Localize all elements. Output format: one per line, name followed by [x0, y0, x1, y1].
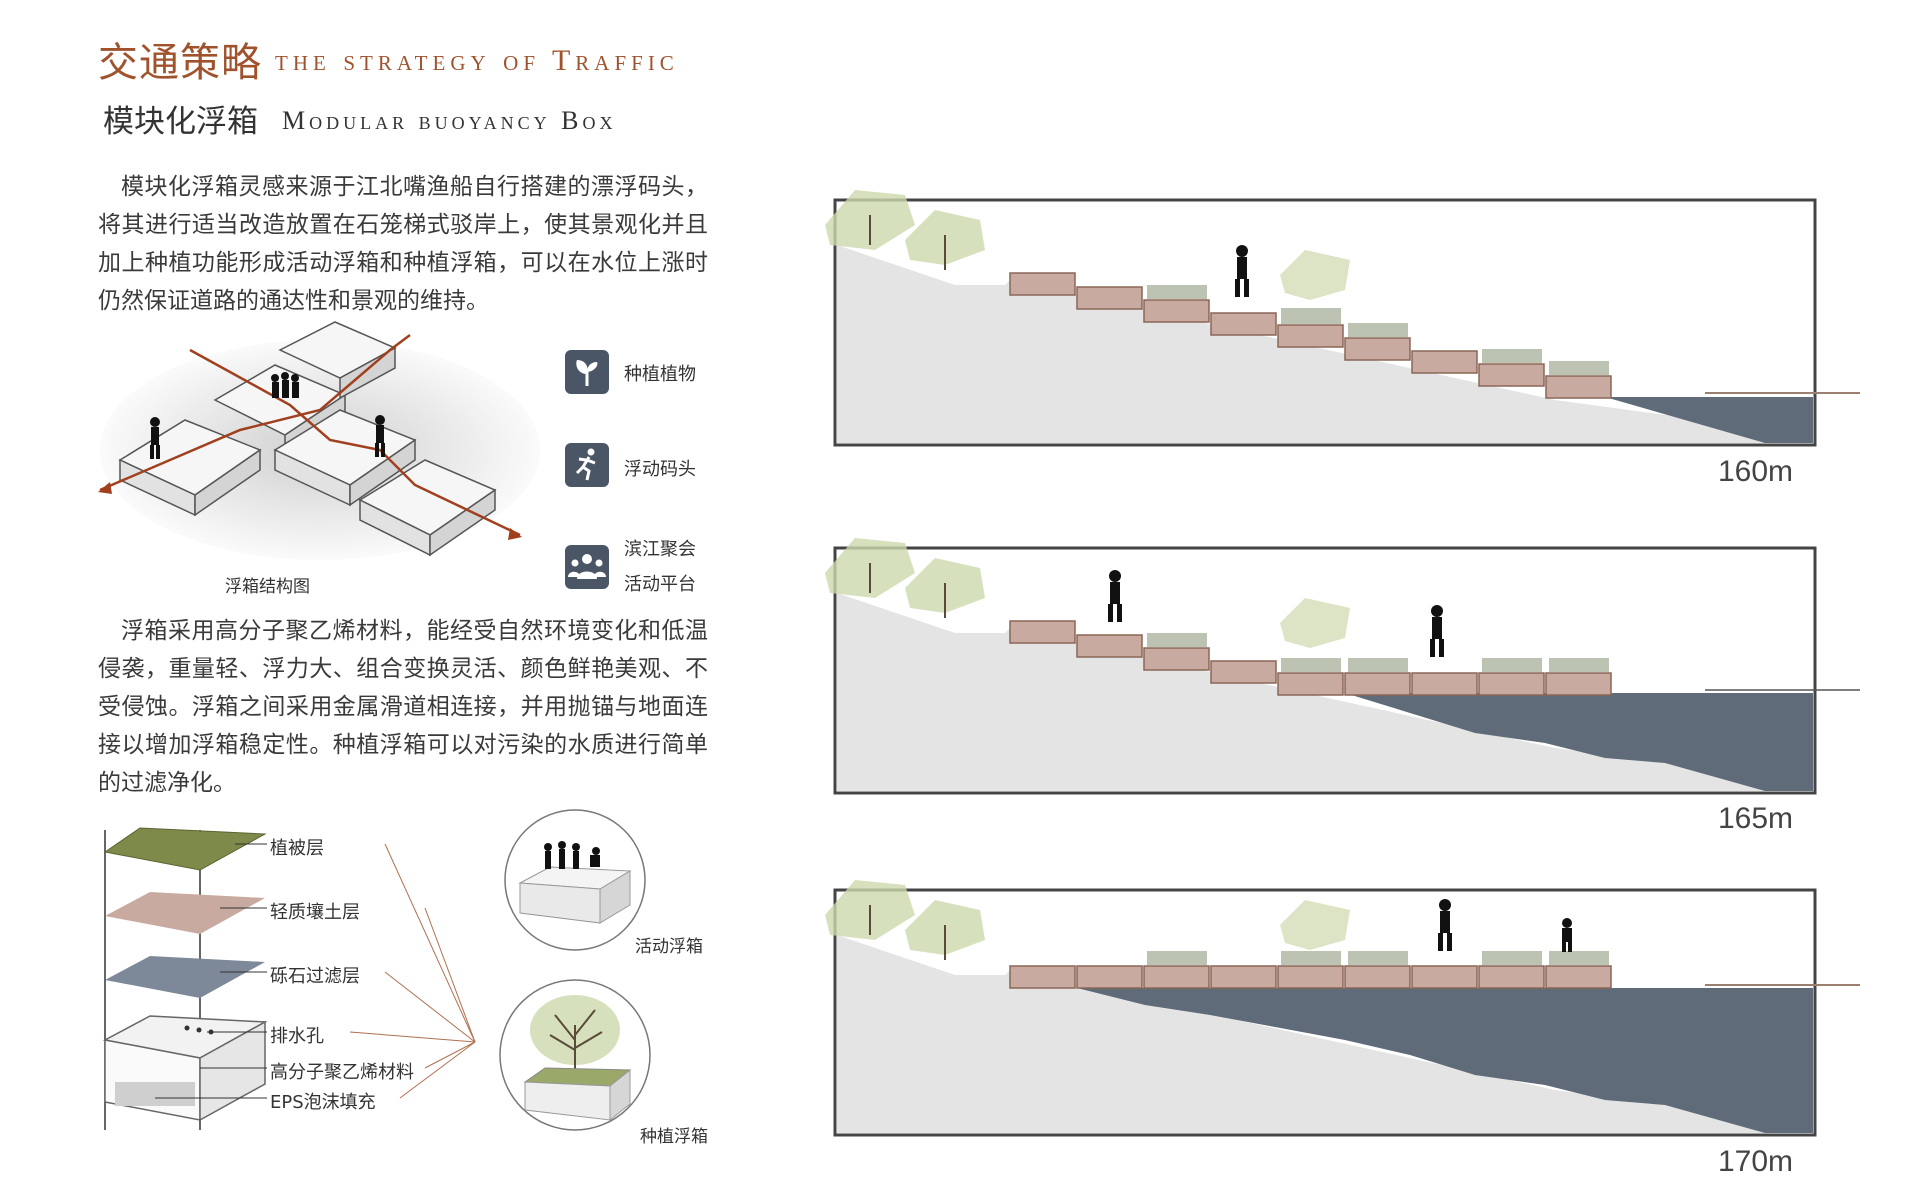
activity-box-label: 活动浮箱 — [635, 937, 703, 957]
ground-slope — [837, 935, 1813, 1133]
eps-foam-fill — [115, 1082, 195, 1106]
trees — [825, 538, 1350, 648]
legend-label-planting: 种植植物 — [624, 364, 696, 385]
trees — [825, 880, 1350, 960]
person-silhouette — [1438, 899, 1572, 952]
section-165m — [825, 538, 1860, 795]
float-boxes — [1009, 965, 1612, 989]
layer-label-gravel: 砾石过滤层 — [270, 966, 360, 987]
vegetation-layer-outline — [103, 827, 267, 871]
planting-box-vignette — [499, 979, 651, 1131]
arrow-head-icon — [98, 482, 112, 494]
water-body — [1077, 988, 1813, 1133]
ground-slope — [837, 245, 1813, 443]
layer-label-polyethylene: 高分子聚乙烯材料 — [270, 1062, 414, 1083]
people-silhouettes — [150, 372, 385, 459]
leader-lines — [155, 843, 267, 1099]
connector-lines — [349, 843, 476, 1099]
activity-box-vignette — [504, 809, 646, 951]
float-box-side — [349, 438, 416, 507]
legend-icon-box — [565, 545, 609, 589]
layer-label-drain-hole: 排水孔 — [270, 1026, 324, 1047]
legend-icon-box — [565, 443, 609, 487]
page-title: 交通策略 — [98, 40, 262, 86]
layer-label-soil: 轻质壤土层 — [270, 902, 360, 923]
water-level-label: 160m — [1718, 455, 1794, 488]
section-subtitle: 模块化浮箱 — [103, 104, 258, 140]
trees — [825, 190, 1350, 300]
section-160m — [825, 190, 1860, 447]
layer-label-eps-foam: EPS泡沫填充 — [270, 1092, 376, 1113]
planting-grass — [1147, 951, 1609, 965]
legend-icon-box — [565, 350, 609, 394]
sprout-icon — [576, 360, 598, 386]
legend-label-floating-dock: 浮动码头 — [624, 459, 696, 480]
drain-hole — [184, 1025, 190, 1031]
soil-layer — [105, 892, 265, 934]
water-body — [1345, 693, 1813, 791]
water-level-label: 165m — [1718, 802, 1794, 835]
ground-slope — [837, 593, 1813, 791]
material-paragraph: 浮箱采用高分子聚乙烯材料，能经受自然环境变化和低温侵袭，重量轻、浮力大、组合变换… — [98, 618, 708, 796]
intro-paragraph: 模块化浮箱灵感来源于江北嘴渔船自行搭建的漂浮码头，将其进行适当改造放置在石笼梯式… — [98, 174, 708, 314]
water-level-label: 170m — [1718, 1145, 1794, 1178]
structure-diagram-caption: 浮箱结构图 — [225, 577, 310, 597]
float-boxes — [1009, 620, 1612, 696]
running-person-icon — [575, 448, 596, 481]
float-box-structure-diagram — [98, 321, 540, 560]
float-box-side — [429, 488, 496, 557]
people-group-icon — [568, 554, 606, 579]
planting-box-label: 种植浮箱 — [640, 1127, 708, 1147]
float-boxes — [1009, 272, 1612, 399]
person-silhouette — [1108, 570, 1444, 657]
person-silhouette — [1235, 245, 1249, 297]
layer-label-vegetation: 植被层 — [270, 838, 324, 859]
legend-label-gathering-1: 滨江聚会 — [624, 539, 696, 560]
water-body — [1605, 397, 1813, 443]
route-line — [99, 334, 411, 492]
float-box-side — [194, 448, 261, 517]
drain-hole — [196, 1027, 202, 1033]
gravel-filter-layer — [105, 956, 265, 998]
section-subtitle-english: Modular buoyancy Box — [282, 106, 617, 135]
arrow-head-icon — [508, 528, 522, 540]
page-title-english: the strategy of Traffic — [275, 44, 679, 77]
planting-grass — [1147, 633, 1609, 672]
vegetation-layer — [105, 828, 265, 870]
section-170m — [825, 880, 1860, 1137]
layer-exploded-diagram — [102, 827, 476, 1130]
legend-label-gathering-2: 活动平台 — [624, 574, 696, 595]
planting-grass — [1147, 285, 1609, 375]
